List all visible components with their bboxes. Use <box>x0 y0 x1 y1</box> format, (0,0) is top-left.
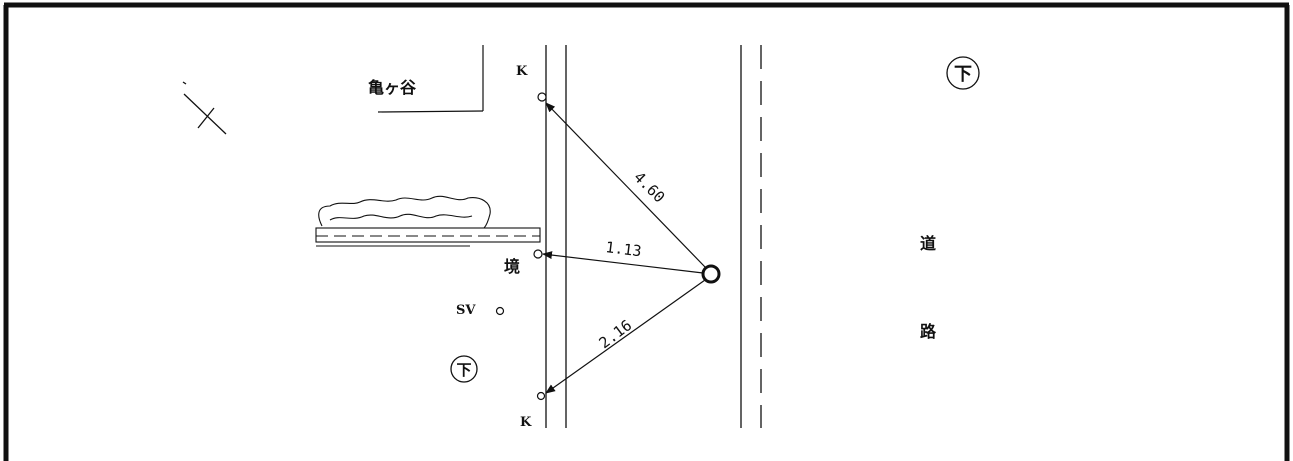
survey-point-bottom-icon <box>536 391 546 401</box>
sewer-symbol-left-icon: 下 <box>450 355 478 383</box>
survey-point-top-icon <box>537 92 547 102</box>
road-label-char-1: 道 <box>920 234 936 253</box>
measurement-lines <box>542 102 707 394</box>
road-edge-lines <box>740 45 762 428</box>
measurement-middle-value: 1.13 <box>605 238 643 260</box>
sewer-symbol-right-icon: 下 <box>946 56 980 90</box>
hedge-shrub <box>318 195 491 229</box>
survey-points <box>495 92 547 401</box>
boundary-label: 境 <box>504 257 520 276</box>
survey-point-bottom-label: K <box>520 415 532 430</box>
sidewalk-lines <box>545 45 567 428</box>
sv-point-icon <box>495 306 505 316</box>
svg-text:下: 下 <box>954 64 972 85</box>
sv-label: SV <box>456 303 476 318</box>
svg-text:下: 下 <box>456 361 471 379</box>
measure-line-bottom <box>545 279 706 394</box>
reference-point-icon <box>701 264 721 284</box>
measure-line-top <box>545 102 707 269</box>
measure-line-middle <box>542 251 704 274</box>
frame <box>3 2 1290 461</box>
cross-mark-icon <box>182 81 227 135</box>
lot-corner-lines <box>377 45 484 113</box>
measurement-top-value: 4.60 <box>630 168 668 206</box>
measurement-bottom-value: 2.16 <box>596 316 636 352</box>
fence-lines <box>315 227 541 247</box>
place-name-label: 亀ヶ谷 <box>368 78 417 97</box>
survey-point-top-label: K <box>516 64 528 79</box>
road-label-char-2: 路 <box>920 322 937 341</box>
boundary-point-icon <box>533 249 543 259</box>
